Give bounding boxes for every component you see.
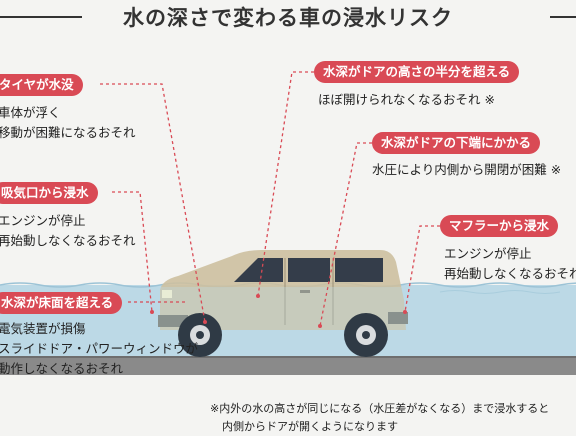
- title-rule-left: [0, 16, 82, 18]
- leader-door-bottom: [319, 142, 372, 327]
- leader-dot-intake: [150, 310, 154, 314]
- headlight: [162, 290, 172, 298]
- front-bumper: [158, 315, 188, 327]
- floor-badge: 水深が床面を超える: [0, 292, 123, 314]
- floor-desc-3: 動作しなくなるおそれ: [0, 361, 124, 376]
- leader-intake: [112, 191, 153, 313]
- muffler-badge: マフラーから浸水: [440, 215, 559, 237]
- floor-desc-2: スライドドア・パワーウィンドウが: [0, 341, 199, 356]
- leader-muffler: [404, 225, 440, 313]
- tire-desc-2: 移動が困難になるおそれ: [0, 125, 136, 140]
- leader-dot-door-bottom: [318, 324, 322, 328]
- title-rule-right: [550, 16, 576, 18]
- road: [0, 357, 576, 375]
- car-window-front: [234, 258, 283, 282]
- door-bottom-badge: 水深がドアの下端にかかる: [372, 132, 541, 154]
- leader-dot-muffler: [403, 310, 407, 314]
- muffler-desc-2: 再始動しなくなるおそれ: [444, 266, 576, 281]
- tire-desc-1: 車体が浮く: [0, 105, 61, 120]
- front-wheel: [178, 313, 222, 357]
- door-handle: [300, 290, 310, 293]
- page-title: 水の深さで変わる車の浸水リスク: [123, 6, 453, 30]
- muffler-desc-1: エンジンが停止: [444, 246, 532, 261]
- door-bottom-desc: 水圧により内側から開閉が困難 ※: [372, 162, 562, 177]
- road-edge: [0, 356, 576, 358]
- leader-dot-tire: [203, 320, 207, 324]
- leader-door-half: [257, 71, 314, 297]
- intake-desc-2: 再始動しなくなるおそれ: [0, 233, 136, 248]
- door-half-badge: 水深がドアの高さの半分を超える: [314, 61, 520, 83]
- intake-desc-1: エンジンが停止: [0, 213, 86, 228]
- footnote-line-2: 内側からドアが開くようになります: [222, 420, 398, 433]
- footnote-line-1: ※内外の水の高さが同じになる（水圧差がなくなる）まで浸水すると: [210, 402, 550, 415]
- leader-dot-door-half: [256, 294, 260, 298]
- water-wave: [439, 290, 561, 294]
- car-window-rear: [335, 258, 383, 282]
- door-half-desc: ほぼ開けられなくなるおそれ ※: [318, 92, 495, 107]
- tire-badge: タイヤが水没: [0, 74, 83, 96]
- rear-bumper: [388, 312, 408, 324]
- intake-badge: 吸気口から浸水: [0, 182, 98, 204]
- floor-desc-1: 電気装置が損傷: [0, 321, 86, 336]
- rear-wheel: [344, 313, 388, 357]
- car-window-middle: [288, 258, 330, 282]
- leader-tire: [100, 83, 206, 323]
